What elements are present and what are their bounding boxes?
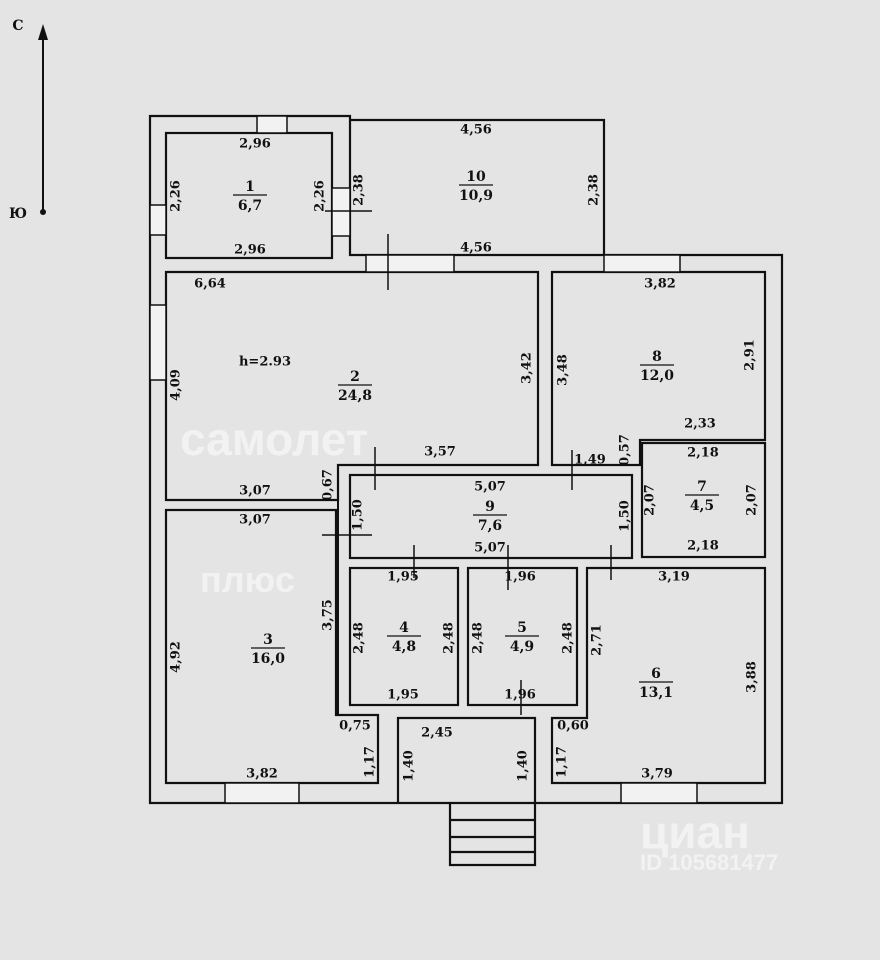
dimension-label: 3,42 (520, 352, 535, 384)
dimension-label: 3,57 (424, 445, 456, 460)
room-number: 7 (697, 479, 707, 495)
room-number: 3 (263, 632, 273, 648)
room-labels: 16,71010,9224,8812,097,674,5316,044,854,… (233, 169, 719, 701)
dimension-label: 2,45 (421, 726, 453, 741)
watermark-plus: плюс (200, 559, 295, 600)
dimension-label: 1,96 (504, 570, 536, 585)
dimension-label: 2,91 (743, 339, 758, 371)
dimension-label: 2,48 (442, 622, 457, 654)
dimension-label: 2,26 (169, 180, 184, 212)
dimension-label: 0,60 (557, 719, 589, 734)
room-label-2: 224,8 (338, 369, 372, 404)
room-number: 10 (466, 169, 486, 185)
room-area: 4,8 (392, 639, 416, 655)
dimension-label: 1,96 (504, 688, 536, 703)
dimension-label: 5,07 (474, 480, 506, 495)
room-label-3: 316,0 (251, 632, 285, 667)
room-area: 4,5 (690, 498, 714, 514)
dimension-label: 1,49 (574, 453, 606, 468)
dimension-label: 2,07 (643, 484, 658, 516)
room-number: 1 (245, 179, 255, 195)
room-area: 10,9 (459, 188, 493, 204)
dimension-label: 2,48 (352, 622, 367, 654)
dimension-label: 1,95 (387, 570, 419, 585)
room-label-6: 613,1 (639, 666, 673, 701)
dimension-label: 2,48 (471, 622, 486, 654)
dimension-label: 2,96 (239, 137, 271, 152)
room-number: 6 (651, 666, 661, 682)
dimension-label: 2,07 (745, 484, 760, 516)
dimension-label: 3,19 (658, 570, 690, 585)
dimension-label: 2,26 (313, 180, 328, 212)
dimension-label: 6,64 (194, 277, 226, 292)
dimension-label: 0,67 (321, 469, 336, 501)
dimension-label: 2,71 (590, 624, 605, 656)
dimension-label: 0,57 (618, 434, 633, 466)
room-area: 7,6 (478, 518, 502, 534)
room-number: 9 (485, 499, 495, 515)
watermark-listing-id: ID 105681477 (640, 850, 778, 875)
dimension-label: 3,48 (556, 354, 571, 386)
dimension-label: 3,79 (641, 767, 673, 782)
dimension-label: 1,40 (516, 750, 531, 782)
dimension-label: 3,07 (239, 484, 271, 499)
dimension-label: 3,82 (644, 277, 676, 292)
watermark-cian: циан (640, 806, 750, 858)
dimension-label: 2,38 (352, 174, 367, 206)
dimension-label: 5,07 (474, 541, 506, 556)
dimension-label: 1,50 (618, 500, 633, 532)
door-marks (322, 210, 612, 715)
dimension-label: 1,40 (402, 750, 417, 782)
dimension-label: 3,82 (246, 767, 278, 782)
room-label-8: 812,0 (640, 349, 674, 384)
dimension-label: 4,56 (460, 241, 492, 256)
room-label-7: 74,5 (685, 479, 719, 514)
north-arrow-icon (38, 24, 48, 40)
dimension-label: 2,18 (687, 446, 719, 461)
dimension-label: 1,50 (351, 499, 366, 531)
ceiling-height-label: h=2.93 (239, 355, 291, 370)
room-label-4: 44,8 (387, 620, 421, 655)
room-area: 6,7 (238, 198, 262, 214)
room-area: 4,9 (510, 639, 534, 655)
dimension-label: 2,18 (687, 539, 719, 554)
dimension-label: 1,95 (387, 688, 419, 703)
compass-north-label: С (12, 18, 23, 34)
dimension-label: 0,75 (339, 719, 371, 734)
room-label-10: 10 10,9 (459, 169, 493, 204)
dimension-label: 3,75 (321, 599, 336, 631)
room-number: 8 (652, 349, 662, 365)
room-label-1: 16,7 (233, 179, 267, 214)
dimension-label: 2,33 (684, 417, 716, 432)
compass: С Ю (9, 18, 48, 222)
dimension-label: 4,09 (169, 369, 184, 401)
dimension-label: 1,17 (363, 746, 378, 778)
room-number: 2 (350, 369, 360, 385)
dimension-label: 1,17 (555, 746, 570, 778)
room-area: 24,8 (338, 388, 372, 404)
dimension-label: 4,92 (169, 641, 184, 673)
dimension-label: 2,48 (561, 622, 576, 654)
dimension-label: 2,96 (234, 243, 266, 258)
compass-south-label: Ю (9, 206, 27, 222)
room-label-5: 54,9 (505, 620, 539, 655)
dimension-label: 2,38 (587, 174, 602, 206)
dimension-label: 3,07 (239, 513, 271, 528)
dimension-label: 3,88 (745, 661, 760, 693)
room-number: 5 (517, 620, 527, 636)
watermark-samolet: самолет (180, 413, 368, 465)
dimension-label: 4,56 (460, 123, 492, 138)
room-area: 12,0 (640, 368, 674, 384)
walls (148, 114, 784, 867)
room-number: 4 (399, 620, 409, 636)
room-area: 13,1 (639, 685, 673, 701)
room-label-9: 97,6 (473, 499, 507, 534)
room-area: 16,0 (251, 651, 285, 667)
